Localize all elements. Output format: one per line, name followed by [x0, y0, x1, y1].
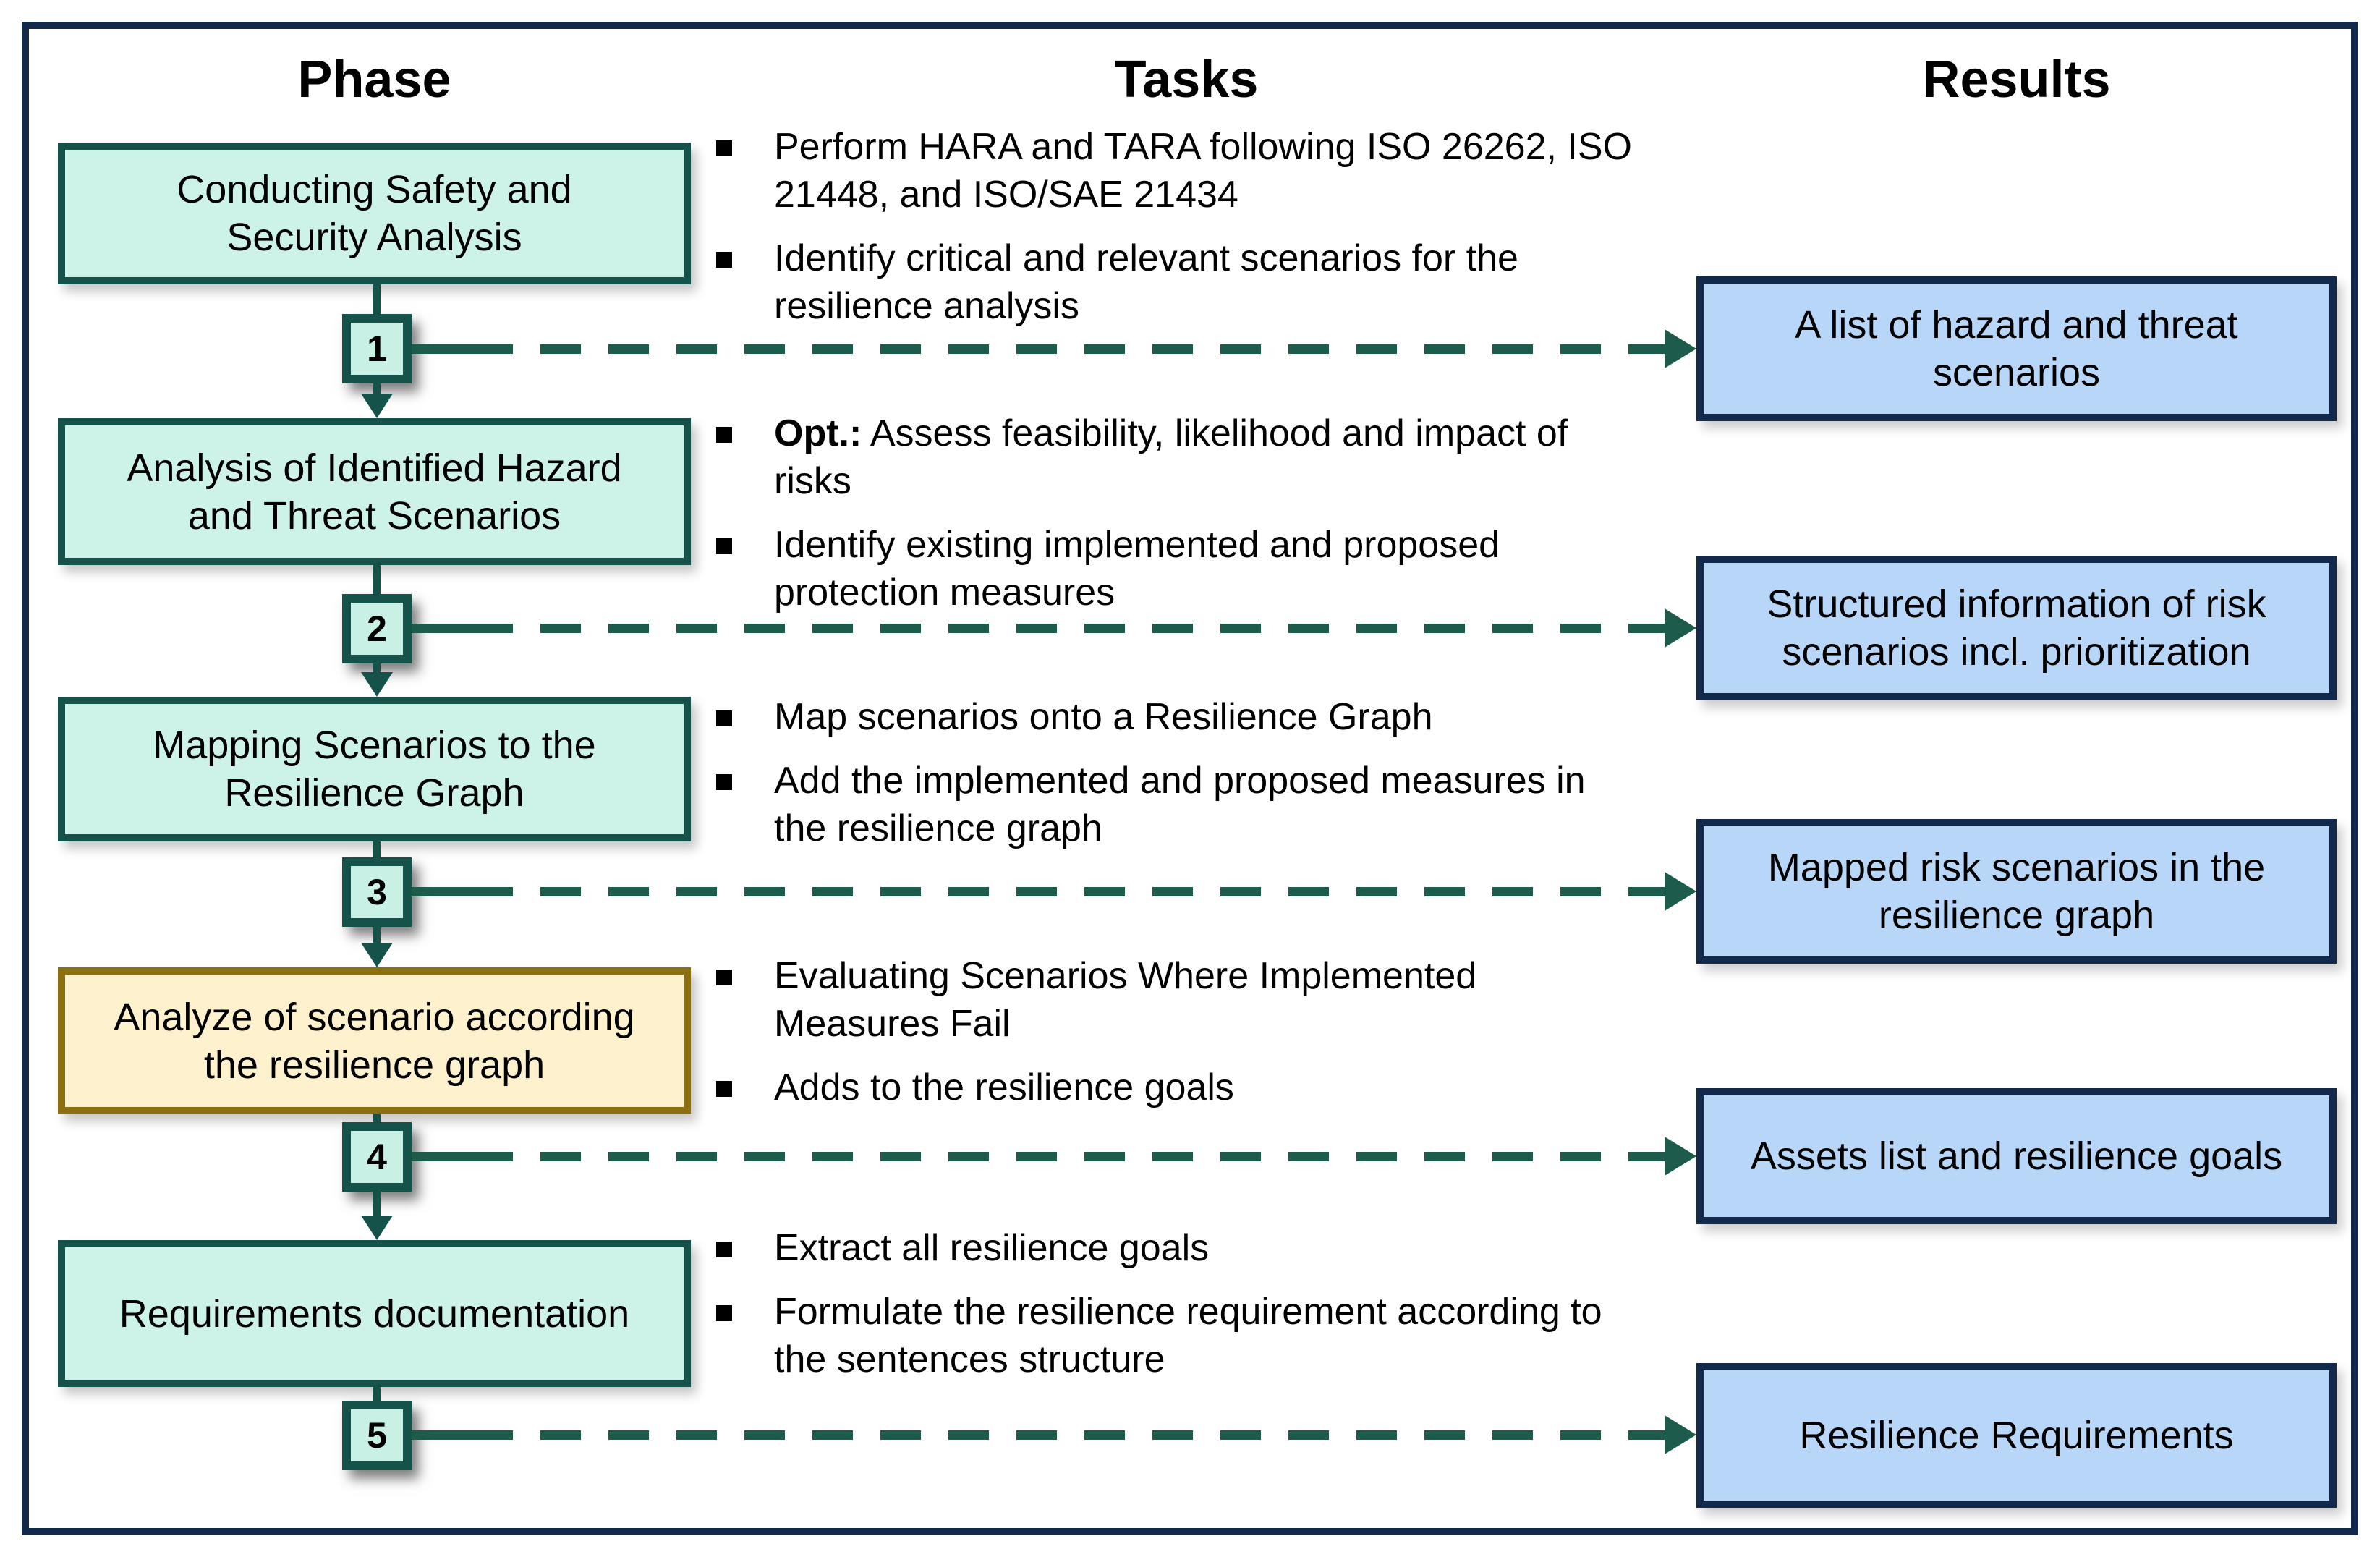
arrowhead-right-icon [1665, 872, 1696, 911]
task-group-3: Map scenarios onto a Resilience Graph Ad… [716, 693, 1686, 868]
dashed-connector [412, 1430, 472, 1440]
arrow-down-icon [361, 1216, 393, 1240]
connector-line [373, 565, 381, 597]
task-group-5: Extract all resilience goals Formulate t… [716, 1224, 1686, 1399]
task-item: Identify existing implemented and propos… [716, 521, 1686, 616]
result-box-3: Mapped risk scenarios in the resilience … [1696, 819, 2337, 964]
task-item: Opt.: Assess feasibility, likelihood and… [716, 410, 1686, 505]
task-text: Evaluating Scenarios Where Implemented M… [774, 955, 1477, 1045]
column-header-tasks: Tasks [1114, 51, 1259, 109]
result-box-2: Structured information of risk scenarios… [1696, 556, 2337, 700]
task-item: Formulate the resilience requirement acc… [716, 1288, 1686, 1383]
task-text: Add the implemented and proposed measure… [774, 760, 1586, 849]
connector-line [373, 927, 381, 946]
task-item: Evaluating Scenarios Where Implemented M… [716, 952, 1686, 1048]
arrowhead-right-icon [1665, 1137, 1696, 1176]
task-bold-prefix: Opt.: [774, 412, 862, 454]
task-text: Map scenarios onto a Resilience Graph [774, 696, 1433, 738]
task-text: Perform HARA and TARA following ISO 2626… [774, 126, 1632, 216]
arrow-down-icon [361, 943, 393, 967]
connector-line [373, 663, 381, 675]
bullet-icon [716, 774, 732, 790]
step-badge-4: 4 [342, 1122, 412, 1192]
arrowhead-right-icon [1665, 608, 1696, 648]
task-text: Identify critical and relevant scenarios… [774, 237, 1518, 327]
result-box-1: A list of hazard and threat scenarios [1696, 276, 2337, 421]
task-item: Perform HARA and TARA following ISO 2626… [716, 123, 1686, 219]
bullet-icon [716, 140, 732, 156]
column-header-phase: Phase [297, 51, 451, 109]
bullet-icon [716, 1081, 732, 1097]
step-badge-2: 2 [342, 594, 412, 663]
task-item: Map scenarios onto a Resilience Graph [716, 693, 1686, 741]
connector-line [373, 284, 381, 317]
step-badge-5: 5 [342, 1401, 412, 1470]
phase-box-4-highlighted: Analyze of scenario according the resili… [58, 967, 691, 1114]
task-group-4: Evaluating Scenarios Where Implemented M… [716, 952, 1686, 1127]
dashed-connector [412, 1152, 472, 1161]
phase-box-1: Conducting Safety and Security Analysis [58, 143, 691, 284]
phase-box-2: Analysis of Identified Hazard and Threat… [58, 418, 691, 565]
dashed-connector [412, 887, 472, 896]
task-item: Add the implemented and proposed measure… [716, 757, 1686, 852]
task-text: Extract all resilience goals [774, 1227, 1210, 1269]
dashed-connector [472, 887, 1667, 896]
outer-frame [22, 22, 2358, 1535]
task-item: Extract all resilience goals [716, 1224, 1686, 1272]
dashed-connector [472, 624, 1667, 633]
phase-box-3: Mapping Scenarios to the Resilience Grap… [58, 697, 691, 841]
step-badge-3: 3 [342, 857, 412, 927]
arrowhead-right-icon [1665, 1415, 1696, 1454]
dashed-connector [472, 344, 1667, 354]
task-group-1: Perform HARA and TARA following ISO 2626… [716, 123, 1686, 346]
bullet-icon [716, 252, 732, 268]
bullet-icon [716, 1242, 732, 1257]
result-box-5: Resilience Requirements [1696, 1363, 2337, 1508]
dashed-connector [412, 624, 472, 633]
connector-line [373, 1192, 381, 1218]
dashed-connector [412, 344, 472, 354]
arrow-down-icon [361, 394, 393, 418]
task-group-2: Opt.: Assess feasibility, likelihood and… [716, 410, 1686, 632]
connector-line [373, 1114, 381, 1125]
arrow-down-icon [361, 672, 393, 697]
task-item: Adds to the resilience goals [716, 1064, 1686, 1111]
task-text: Adds to the resilience goals [774, 1066, 1234, 1108]
task-text: Formulate the resilience requirement acc… [774, 1291, 1602, 1380]
bullet-icon [716, 427, 732, 443]
connector-line [373, 1387, 381, 1404]
bullet-icon [716, 710, 732, 726]
connector-line [373, 383, 381, 399]
dashed-connector [472, 1430, 1667, 1440]
task-item: Identify critical and relevant scenarios… [716, 234, 1686, 330]
result-box-4: Assets list and resilience goals [1696, 1088, 2337, 1224]
step-badge-1: 1 [342, 314, 412, 383]
connector-line [373, 841, 381, 860]
arrowhead-right-icon [1665, 329, 1696, 368]
phase-box-5: Requirements documentation [58, 1240, 691, 1387]
bullet-icon [716, 970, 732, 985]
task-text: Assess feasibility, likelihood and impac… [774, 412, 1568, 502]
bullet-icon [716, 1305, 732, 1321]
dashed-connector [472, 1152, 1667, 1161]
task-text: Identify existing implemented and propos… [774, 524, 1500, 614]
column-header-results: Results [1922, 51, 2111, 109]
bullet-icon [716, 538, 732, 554]
